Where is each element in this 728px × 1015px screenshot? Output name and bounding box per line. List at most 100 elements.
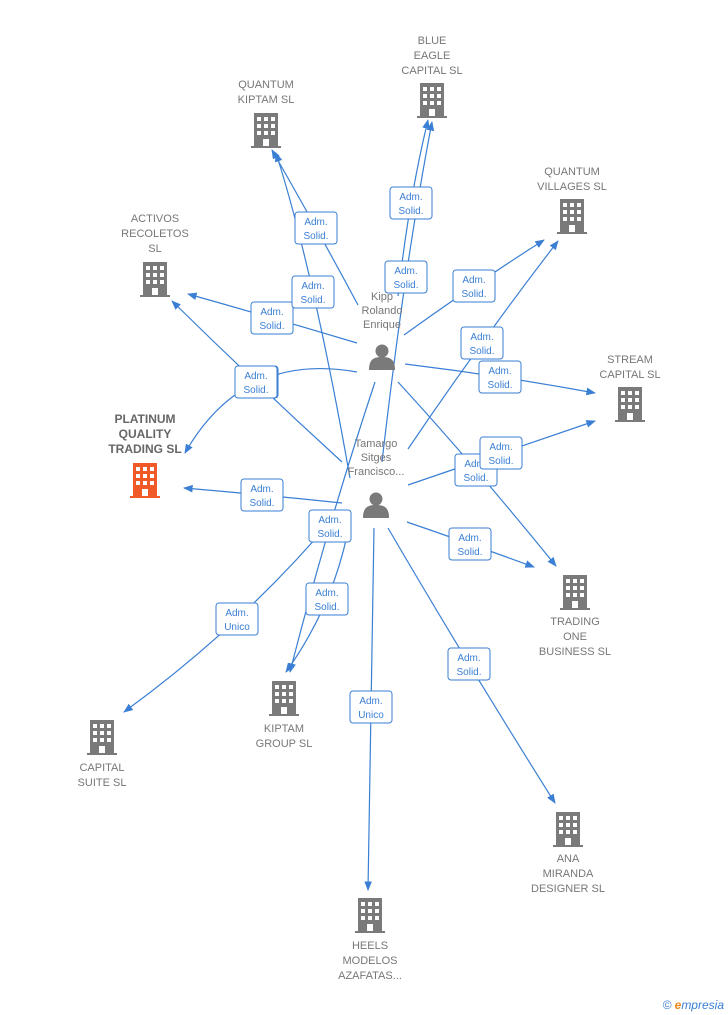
building-icon [355,898,385,933]
company-label: TRADING SL [108,442,181,456]
edge-label-box [447,647,491,681]
company-label: KIPTAM SL [238,94,295,106]
company-label: TRADING [550,616,600,628]
edge-label-text: Unico [358,710,384,721]
edge-label-text: Solid. [456,667,481,678]
person-icon [369,344,395,370]
building-icon [560,575,590,610]
edge-label-text: Solid. [317,529,342,540]
edge-label-kipp-to-blue-eagle[interactable]: Adm. Solid. [389,186,433,220]
company-label: GROUP SL [256,738,313,750]
person-label: Rolando [362,305,403,317]
node-heels[interactable]: HEELSMODELOSAZAFATAS... [338,898,402,982]
edge-label-kipp-to-stream-capital[interactable]: Adm.Solid. [478,360,522,394]
person-icon [363,492,389,518]
empresia-logo[interactable]: ©empresia [663,998,724,1012]
edge-label-tamargo-to-kiptam-group[interactable]: Adm. Solid. [305,582,349,616]
edge-label-tamargo-to-quantum-kiptam[interactable]: Adm.Solid. [291,275,335,309]
edge-label-kipp-to-kiptam-group[interactable]: Adm.Solid. [308,509,352,543]
edge-label-box [250,301,294,335]
company-label: MIRANDA [543,868,594,880]
edge-label-box [349,690,393,724]
company-label: ANA [557,853,580,865]
edge-label-text: Solid. [463,473,488,484]
edge-label-box [305,582,349,616]
edge-label-text: Solid. [314,602,339,613]
edge-label-box [308,509,352,543]
edge-label-text: Adm. [399,192,422,203]
company-label: STREAM [607,354,653,366]
edge-label-box [452,269,496,303]
company-label: SL [148,243,161,255]
edge-label-text: Adm. [394,266,417,277]
node-stream-capital[interactable]: STREAM CAPITAL SL [599,354,661,422]
edge-label-text: Solid. [393,280,418,291]
edge-label-text: Adm. [457,653,480,664]
edge-label-text: Adm. [464,459,487,470]
edge-label-box [294,211,338,245]
brand-name: mpresia [681,998,724,1012]
company-label: KIPTAM [264,723,304,735]
edge-label-tamargo-to-capital-suite[interactable]: Adm.Unico [215,602,259,636]
company-label: QUALITY [119,427,172,441]
edge-label-text: Solid. [243,385,268,396]
edge-label-text: Adm. [260,307,283,318]
edge-label-text: Adm. [304,217,327,228]
edge-label-tamargo-to-trading-one[interactable]: Adm.Solid. [448,527,492,561]
edge-label-box [479,436,523,470]
node-kiptam-group[interactable]: KIPTAM GROUP SL [256,681,313,750]
edge-label-tamargo-to-ana-miranda[interactable]: Adm. Solid. [447,647,491,681]
edge-label-text: Solid. [398,206,423,217]
person-label: Enrique [363,319,401,331]
edge-label-tamargo-to-blue-eagle[interactable]: Adm. Solid. [384,260,428,294]
edge-label-box [448,527,492,561]
company-label: AZAFATAS... [338,970,402,982]
company-label: CAPITAL [79,762,124,774]
edge-label-kipp-to-quantum-kiptam[interactable]: Adm. Solid. [294,211,338,245]
edge-label-box [291,275,335,309]
edge-label-kipp-to-quantum-villages[interactable]: Adm.Solid. [452,269,496,303]
building-icon [615,387,645,422]
edge-label-box [384,260,428,294]
building-icon [417,83,447,118]
person-label: Francisco... [348,466,405,478]
company-label: PLATINUM [114,412,175,426]
edge-label-text: Solid. [303,231,328,242]
building-icon [87,720,117,755]
edge-labels-layer: Adm. Solid. Adm. Solid. Adm. Solid. Adm. Solid.… [215,186,523,724]
edge-label-text: Adm. [244,371,267,382]
company-label: QUANTUM [238,79,294,91]
edge-label-text: Solid. [259,321,284,332]
edge-label-kipp-to-activos-recoletos[interactable]: Adm. Solid. [250,301,294,335]
company-label: ACTIVOS [131,213,179,225]
node-quantum-kiptam[interactable]: QUANTUM KIPTAM SL [238,79,295,148]
brand-initial: e [674,998,682,1012]
edges-layer [123,119,596,891]
building-icon [140,262,170,297]
company-label: BLUE [418,35,447,47]
edge-label-tamargo-to-quantum-villages[interactable]: Adm.Solid. [460,326,504,360]
edge-label-text: Adm. [470,332,493,343]
edge-label-text: Adm. [315,588,338,599]
edge-label-tamargo-to-platinum[interactable]: Adm.Solid. [240,478,284,512]
company-label: CAPITAL SL [599,369,660,381]
edge-label-tamargo-to-heels[interactable]: Adm. Unico [349,690,393,724]
edge-label-tamargo-to-activos-recoletos[interactable]: Adm. Solid. [234,365,278,399]
company-label: HEELS [352,940,388,952]
edge-label-tamargo-to-stream-capital[interactable]: Adm.Solid. [479,436,523,470]
edge-label-text: Adm. [458,533,481,544]
company-label: VILLAGES SL [537,181,607,193]
node-tamargo[interactable]: TamargoSitgesFrancisco... [348,438,405,518]
edge-label-text: Adm. [359,696,382,707]
building-icon [130,463,160,498]
